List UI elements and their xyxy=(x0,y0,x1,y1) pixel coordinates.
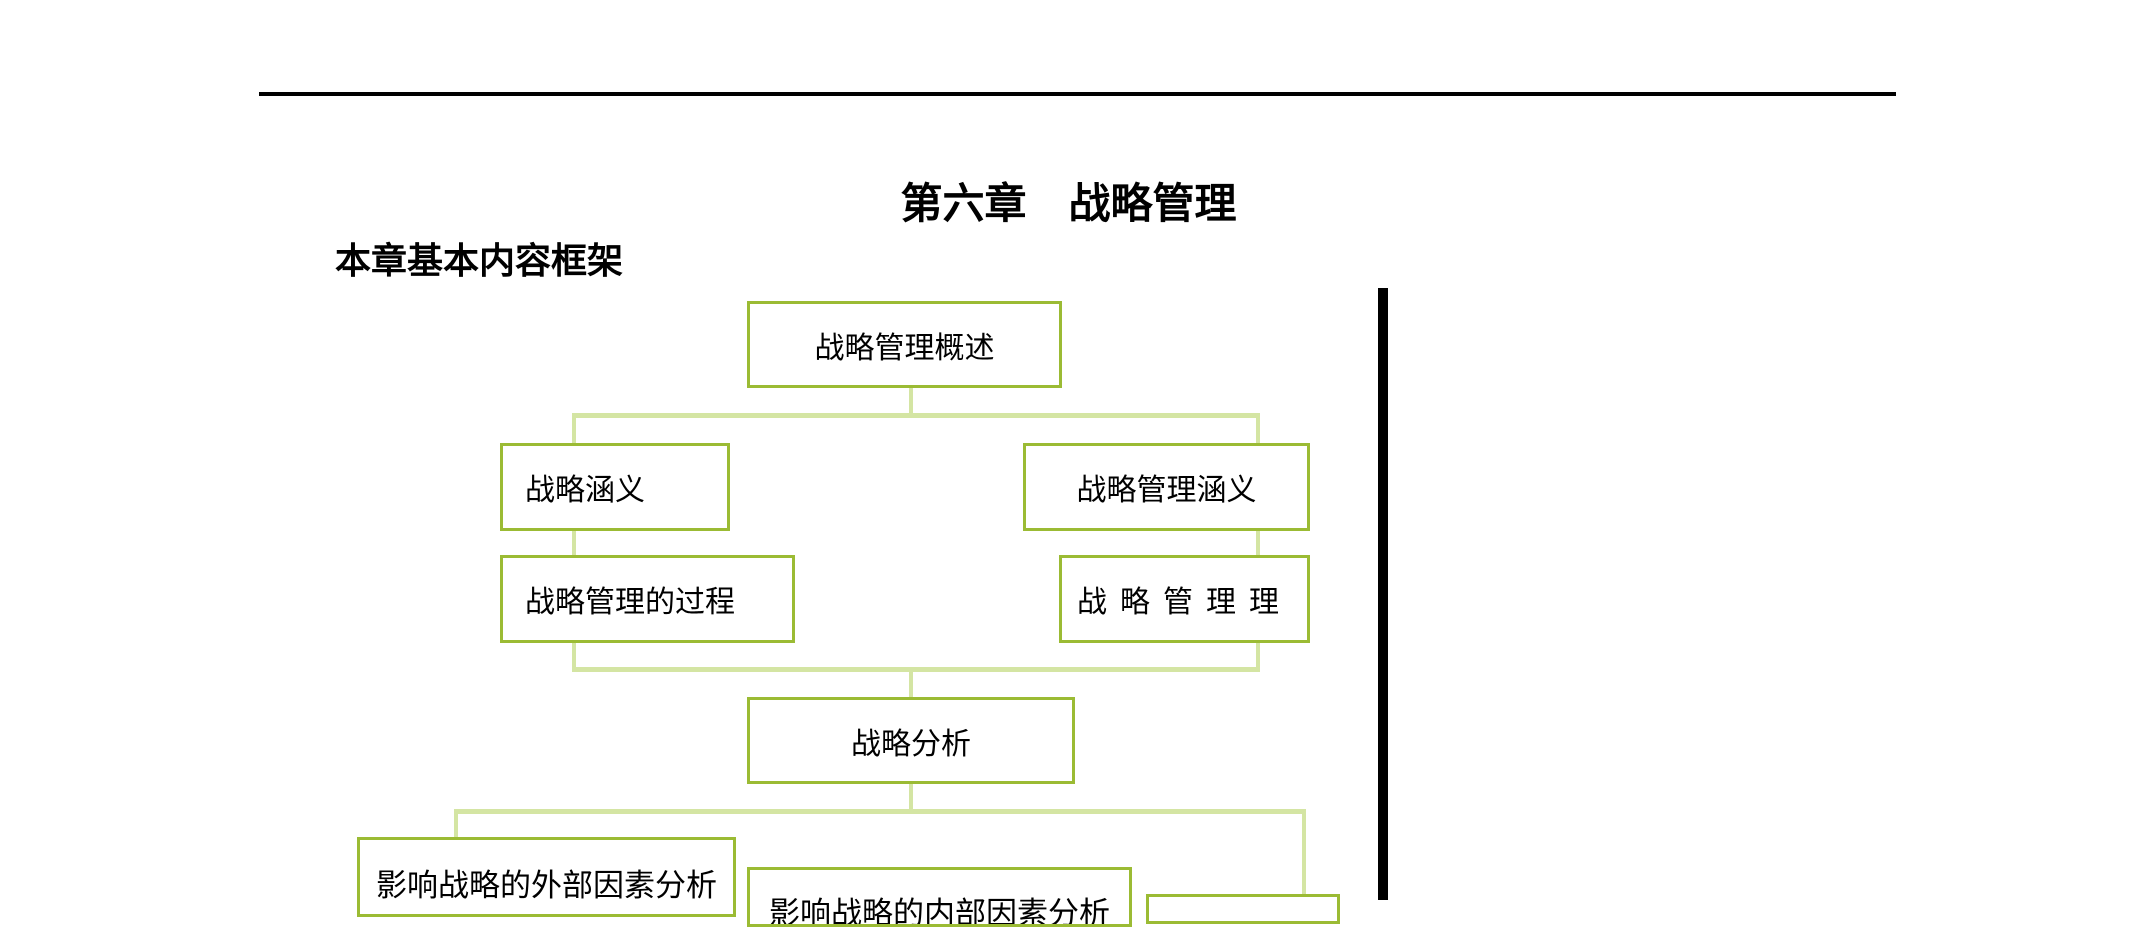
connector xyxy=(572,529,576,557)
connector xyxy=(909,386,913,416)
connector xyxy=(572,413,1260,418)
connector xyxy=(909,782,913,812)
node-strategy-management-process: 战略管理的过程 xyxy=(500,555,795,643)
connector xyxy=(1256,529,1260,557)
chapter-title: 第六章 战略管理 xyxy=(900,179,1237,228)
connector xyxy=(909,667,913,699)
node-strategy-management-meaning: 战略管理涵义 xyxy=(1023,443,1310,531)
node-partial-third xyxy=(1146,894,1340,924)
connector xyxy=(572,413,576,445)
connector xyxy=(454,809,458,839)
node-strategy-analysis: 战略分析 xyxy=(747,697,1075,784)
connector xyxy=(572,641,576,671)
framework-diagram: 战略管理概述 战略涵义 战略管理涵义 战略管理的过程 战略管理理 战略分析 影响… xyxy=(357,301,1340,927)
connector xyxy=(1256,641,1260,671)
connector xyxy=(1256,413,1260,445)
top-rule xyxy=(259,92,1896,96)
connector xyxy=(454,809,1306,814)
connector xyxy=(1302,809,1306,900)
node-strategy-management-overview: 战略管理概述 xyxy=(747,301,1062,388)
node-internal-factors-analysis: 影响战略的内部因素分析 xyxy=(747,867,1132,927)
node-strategy-management-theory: 战略管理理 xyxy=(1059,555,1310,643)
connector xyxy=(572,667,1260,672)
section-heading: 本章基本内容框架 xyxy=(335,240,624,282)
side-bar xyxy=(1378,288,1388,900)
node-external-factors-analysis: 影响战略的外部因素分析 xyxy=(357,837,736,917)
node-strategy-meaning: 战略涵义 xyxy=(500,443,730,531)
